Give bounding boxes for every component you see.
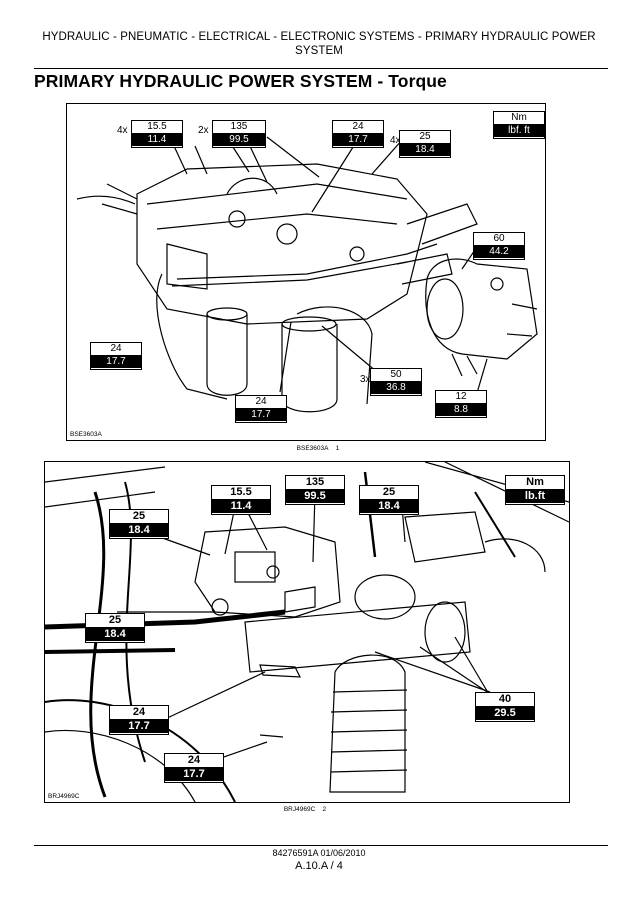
figure-1-caption: BSE3603A 1 — [258, 445, 378, 452]
page-title: PRIMARY HYDRAULIC POWER SYSTEM - Torque — [34, 71, 447, 91]
figure-2-code: BRJ4969C — [48, 793, 80, 800]
footer-page-number: A.10.A / 4 — [295, 860, 343, 872]
figure-2-caption-code: BRJ4969C — [283, 806, 316, 813]
f1-label-4-multiplier: 4x — [390, 135, 401, 146]
figure-1-line-drawing — [76, 136, 538, 413]
figure-2-number: 2 — [322, 806, 327, 813]
header-rule — [34, 68, 608, 69]
f1-label-1-multiplier: 4x — [117, 125, 128, 136]
figure-1-number: 1 — [335, 445, 340, 452]
f1-label-2-multiplier: 2x — [198, 125, 209, 136]
figure-1-code: BSE3603A — [70, 431, 102, 438]
footer-rule — [34, 845, 608, 846]
running-header: HYDRAULIC - PNEUMATIC - ELECTRICAL - ELE… — [30, 30, 608, 58]
f1-label-7-multiplier: 3x — [360, 374, 371, 385]
footer-doc-id: 84276591A 01/06/2010 — [272, 848, 366, 858]
header-line-2: SYSTEM — [295, 45, 343, 57]
header-line-1: HYDRAULIC - PNEUMATIC - ELECTRICAL - ELE… — [42, 31, 596, 43]
figure-1-caption-code: BSE3603A — [296, 445, 329, 452]
figure-2-caption: BRJ4969C 2 — [245, 806, 365, 813]
